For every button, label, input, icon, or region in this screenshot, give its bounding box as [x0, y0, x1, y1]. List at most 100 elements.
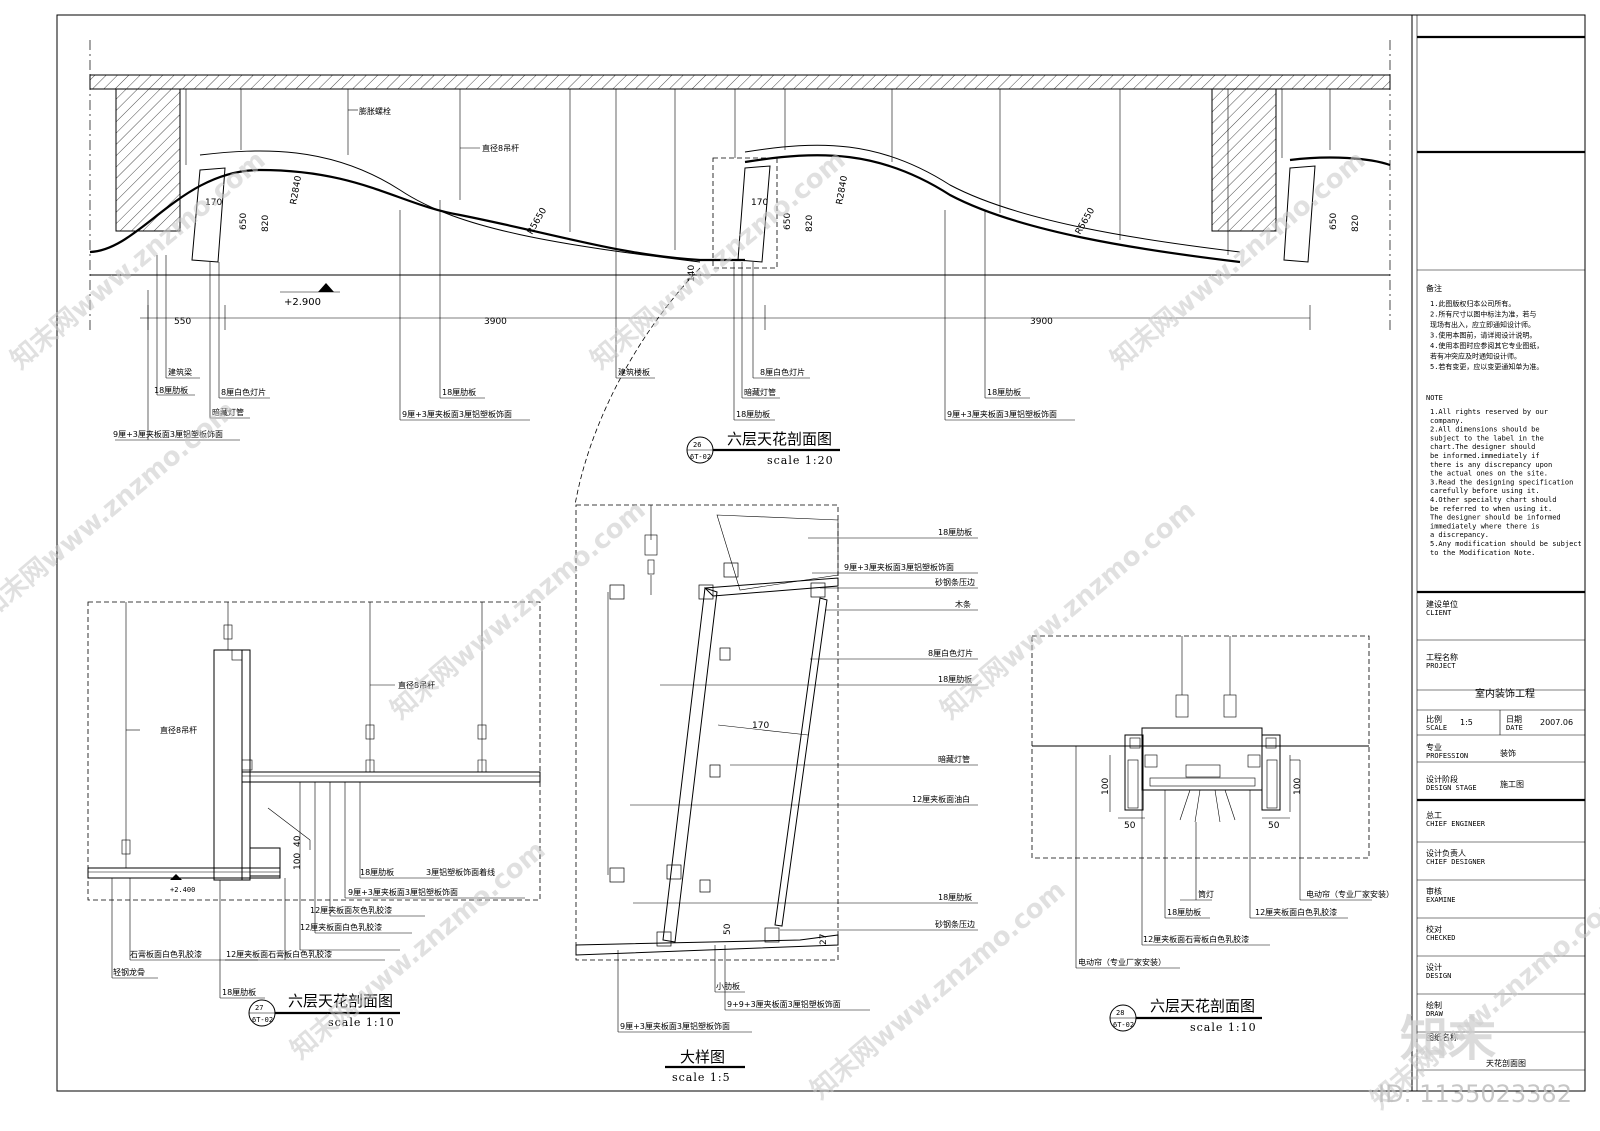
scale-label: 比例	[1426, 714, 1442, 724]
notes_cn-line: 2.所有尺寸以图中标注为准，若与	[1430, 310, 1536, 319]
section-28-num: 28	[1116, 1009, 1124, 1017]
design-label: 设计	[1426, 962, 1442, 972]
notes_en-line: a discrepancy.	[1430, 531, 1489, 539]
detail-rib-a: 18厘肋板	[938, 527, 972, 537]
detail-rib-b: 18厘肋板	[938, 674, 972, 684]
notes_en-line: be referred to when using it.	[1430, 505, 1552, 513]
notes_en-line: to the Modification Note.	[1430, 549, 1535, 557]
section-28-curtain-b: 电动帘（专业厂家安装）	[1306, 889, 1394, 899]
label-finish-a: 9厘+3厘夹板面3厘铝塑板饰面	[113, 429, 223, 439]
dim-140: 140	[687, 265, 697, 282]
dim-r2840-a: R2840	[289, 175, 304, 206]
notes_cn-line: 4.使用本图时应参阅其它专业图纸，	[1430, 341, 1543, 350]
dim-820-a: 820	[261, 215, 271, 232]
dim-r5650-b: R5650	[1074, 206, 1097, 236]
detail-finish-2: 9+9+3厘夹板面3厘铝塑板饰面	[727, 999, 841, 1009]
watermark-6: 知末网www.znzmo.com	[935, 495, 1201, 725]
chief-designer-label-en: CHIEF DESIGNER	[1426, 858, 1486, 866]
label-finish-c: 9厘+3厘夹板面3厘铝塑板饰面	[947, 409, 1057, 419]
checked-label: 校对	[1426, 924, 1442, 934]
project-label-en: PROJECT	[1426, 662, 1456, 670]
notes_en-line: subject to the label in the	[1430, 434, 1544, 442]
design-label-en: DESIGN	[1426, 972, 1451, 980]
section-27-rib: 18厘肋板	[360, 867, 394, 877]
dim-170-b: 170	[751, 198, 768, 208]
level-marker	[318, 283, 334, 292]
draw-label: 绘制	[1426, 1000, 1442, 1010]
notes_en-line: there is any discrepancy upon	[1430, 461, 1552, 469]
detail-title: 大样图	[680, 1048, 725, 1066]
section-27-rib-b: 18厘肋板	[222, 987, 256, 997]
dim-3900-b: 3900	[1030, 317, 1053, 327]
detail-dim-27: 27	[819, 934, 829, 945]
label-rib-c: 18厘肋板	[736, 409, 770, 419]
section-27-dim-100: 100	[293, 853, 303, 870]
dim-650-c: 650	[1329, 213, 1339, 230]
detail-scale: scale 1:5	[672, 1071, 731, 1084]
chief-engineer-label-en: CHIEF ENGINEER	[1426, 820, 1486, 828]
stage-value: 施工图	[1500, 779, 1524, 789]
dim-820-c: 820	[1351, 215, 1361, 232]
section-28-dim-50-b: 50	[1268, 821, 1280, 831]
client-label: 建设单位	[1426, 599, 1458, 609]
detail-light-plate: 8厘白色灯片	[928, 648, 973, 658]
client-label-en: CLIENT	[1426, 609, 1452, 617]
section-28-ref: 6T-02	[1113, 1021, 1134, 1029]
chief-designer-label: 设计负责人	[1426, 848, 1466, 858]
section-28-dim-50-a: 50	[1124, 821, 1136, 831]
watermark-logo: 知末	[1400, 1011, 1496, 1067]
notes-en-title: NOTE	[1426, 394, 1443, 402]
section-27-title: 六层天花剖面图	[288, 992, 393, 1010]
notes_en-line: 3.Read the designing specification	[1430, 478, 1573, 486]
examine-label-en: EXAMINE	[1426, 896, 1456, 904]
date-value: 2007.06	[1540, 718, 1573, 727]
section-28-title: 六层天花剖面图	[1150, 997, 1255, 1015]
drawing-name-value: 天花剖面图	[1486, 1058, 1526, 1068]
detail-dim-170: 170	[752, 721, 769, 731]
section-27-num: 27	[255, 1004, 263, 1012]
notes_en-line: 2.All dimensions should be	[1430, 426, 1540, 434]
section-28-downlight: 筒灯	[1198, 889, 1214, 899]
section-27-scale: scale 1:10	[328, 1016, 395, 1029]
section-26: +2.900 550 3900 3900 650 820 650 820 650…	[89, 40, 1391, 506]
stage-label: 设计阶段	[1426, 774, 1458, 784]
detail-oil-white: 12厘夹板面油白	[912, 794, 970, 804]
section-27-keel: 轻钢龙骨	[113, 967, 145, 977]
detail-drawing: 170 50 27 18厘肋板 9厘+3厘夹板面3厘铝塑板饰面 砂钢条压边 木条…	[575, 504, 978, 1084]
section-27-rod-b: 直径8吊杆	[160, 725, 197, 735]
section-27-finish: 9厘+3厘夹板面3厘铝塑板饰面	[348, 887, 458, 897]
title-block-content: 备注 1.此图版权归本公司所有。2.所有尺寸以图中标注为准，若与 现场有出入，应…	[1417, 35, 1585, 1071]
label-hanger-rod: 直径8吊杆	[482, 143, 519, 153]
dim-820-b: 820	[805, 215, 815, 232]
notes-title: 备注	[1426, 283, 1442, 293]
chief-engineer-label: 总工	[1426, 810, 1442, 820]
label-light-plate-b: 8厘白色灯片	[760, 367, 805, 377]
wave-ceiling-2	[744, 154, 1241, 264]
notes-cn: 1.此图版权归本公司所有。2.所有尺寸以图中标注为准，若与 现场有出入，应立即通…	[1430, 299, 1543, 371]
beam-right	[1211, 88, 1277, 232]
notes_en-line: 5.Any modification should be subject	[1430, 540, 1582, 548]
section-27-dim-40: 40	[293, 835, 303, 847]
section-28-curtain-a: 电动帘（专业厂家安装）	[1078, 957, 1166, 967]
checked-label-en: CHECKED	[1426, 934, 1456, 942]
label-hidden-tube-b: 暗藏灯管	[744, 387, 776, 397]
notes_en-line: be informed.immediately if	[1430, 452, 1540, 460]
notes_en-line: 1.All rights reserved by our	[1430, 408, 1548, 416]
scale-label-en: SCALE	[1426, 724, 1447, 732]
profession-label-en: PROFESSION	[1426, 752, 1468, 760]
dim-650-a: 650	[239, 213, 249, 230]
profession-label: 专业	[1426, 742, 1442, 752]
notes_cn-line: 若有冲突应及时通知设计师。	[1430, 352, 1521, 361]
dim-650-b: 650	[783, 213, 793, 230]
date-label: 日期	[1506, 715, 1522, 724]
section-26-scale: scale 1:20	[767, 454, 834, 467]
label-expansion-bolt: 膨胀螺栓	[359, 106, 391, 116]
notes_en-line: 4.Other specialty chart should	[1430, 496, 1556, 504]
detail-callout-box	[712, 157, 778, 269]
examine-label: 审核	[1426, 886, 1442, 896]
project-label: 工程名称	[1426, 652, 1458, 662]
notes_en-line: carefully before using it.	[1430, 487, 1540, 495]
dim-550: 550	[174, 317, 191, 327]
section-28: 100 100 50 50 电动帘（专业厂家安装） 12厘夹板面白色乳胶漆 筒灯…	[1031, 635, 1394, 1034]
